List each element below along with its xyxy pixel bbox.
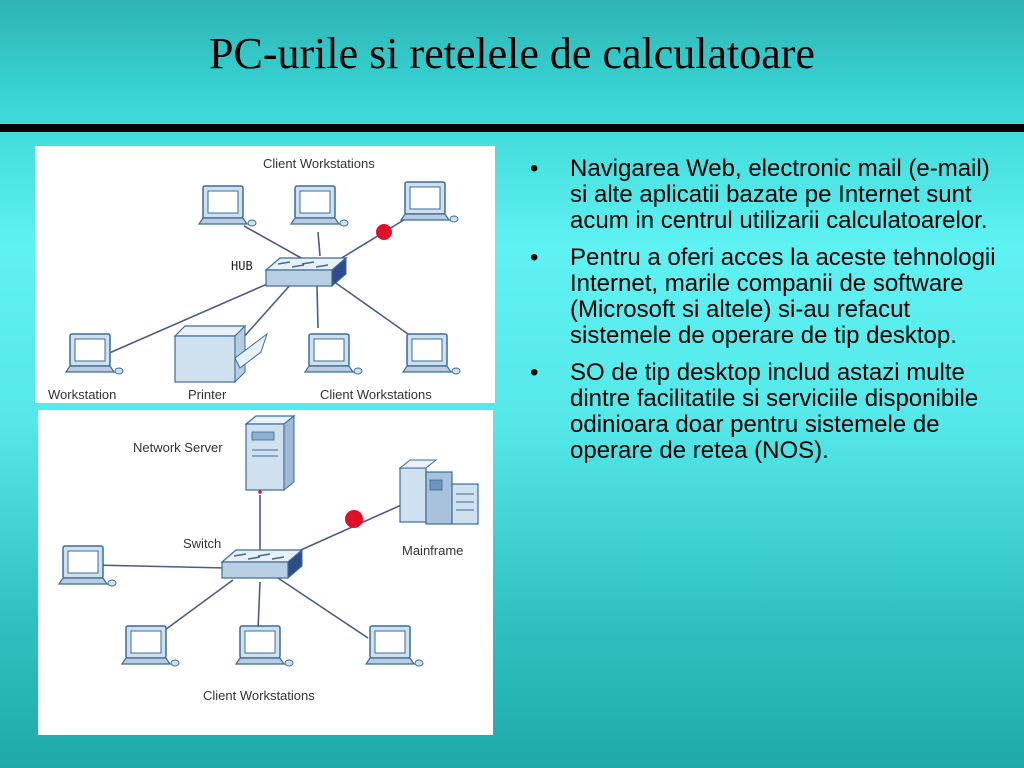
server-label: Network Server [133,440,223,455]
bullet-text: SO de tip desktop includ astazi multe di… [570,359,979,464]
bullet-text: Pentru a oferi acces la aceste tehnologi… [570,244,996,349]
title-divider [0,124,1024,132]
hub-network-diagram: Client Workstations HUB Workstation Prin… [35,146,495,403]
workstation-icon [365,625,424,667]
bullet-marker: • [530,155,539,182]
workstation-icon [402,333,461,375]
bullet-marker: • [530,244,539,271]
workstation-icon [65,333,124,375]
printer-icon [173,324,268,384]
bottom-workstations-label: Client Workstations [320,387,432,402]
workstation-label: Workstation [48,387,116,402]
mainframe-icon [398,459,479,525]
server-icon [244,414,296,494]
workstation-icon [121,625,180,667]
bottom-workstations-label: Client Workstations [203,688,315,703]
workstation-icon [290,185,349,227]
network-links [93,495,409,639]
workstation-icon [400,181,459,223]
workstation-icon [304,333,363,375]
switch-icon [221,549,303,579]
printer-label: Printer [188,387,227,402]
hub-icon [265,257,347,287]
workstation-icon [235,625,294,667]
network-node-indicator [376,224,392,240]
switch-network-diagram: Network Server Switch Mainframe Client W… [38,410,493,735]
mainframe-label: Mainframe [402,543,463,558]
slide-title: PC-urile si retelele de calculatoare [209,29,815,78]
bullet-list: • Navigarea Web, electronic mail (e-mail… [528,156,998,475]
top-workstations-label: Client Workstations [263,156,375,171]
bullet-item: • SO de tip desktop includ astazi multe … [528,360,998,464]
hub-label: HUB [231,259,253,273]
workstation-icon [198,185,257,227]
network-links [106,217,409,359]
bullet-marker: • [530,359,539,386]
network-node-indicator [345,510,363,528]
bullet-item: • Pentru a oferi acces la aceste tehnolo… [528,245,998,349]
switch-label: Switch [183,536,221,551]
bullet-text: Navigarea Web, electronic mail (e-mail) … [570,155,990,234]
bullet-item: • Navigarea Web, electronic mail (e-mail… [528,156,998,234]
